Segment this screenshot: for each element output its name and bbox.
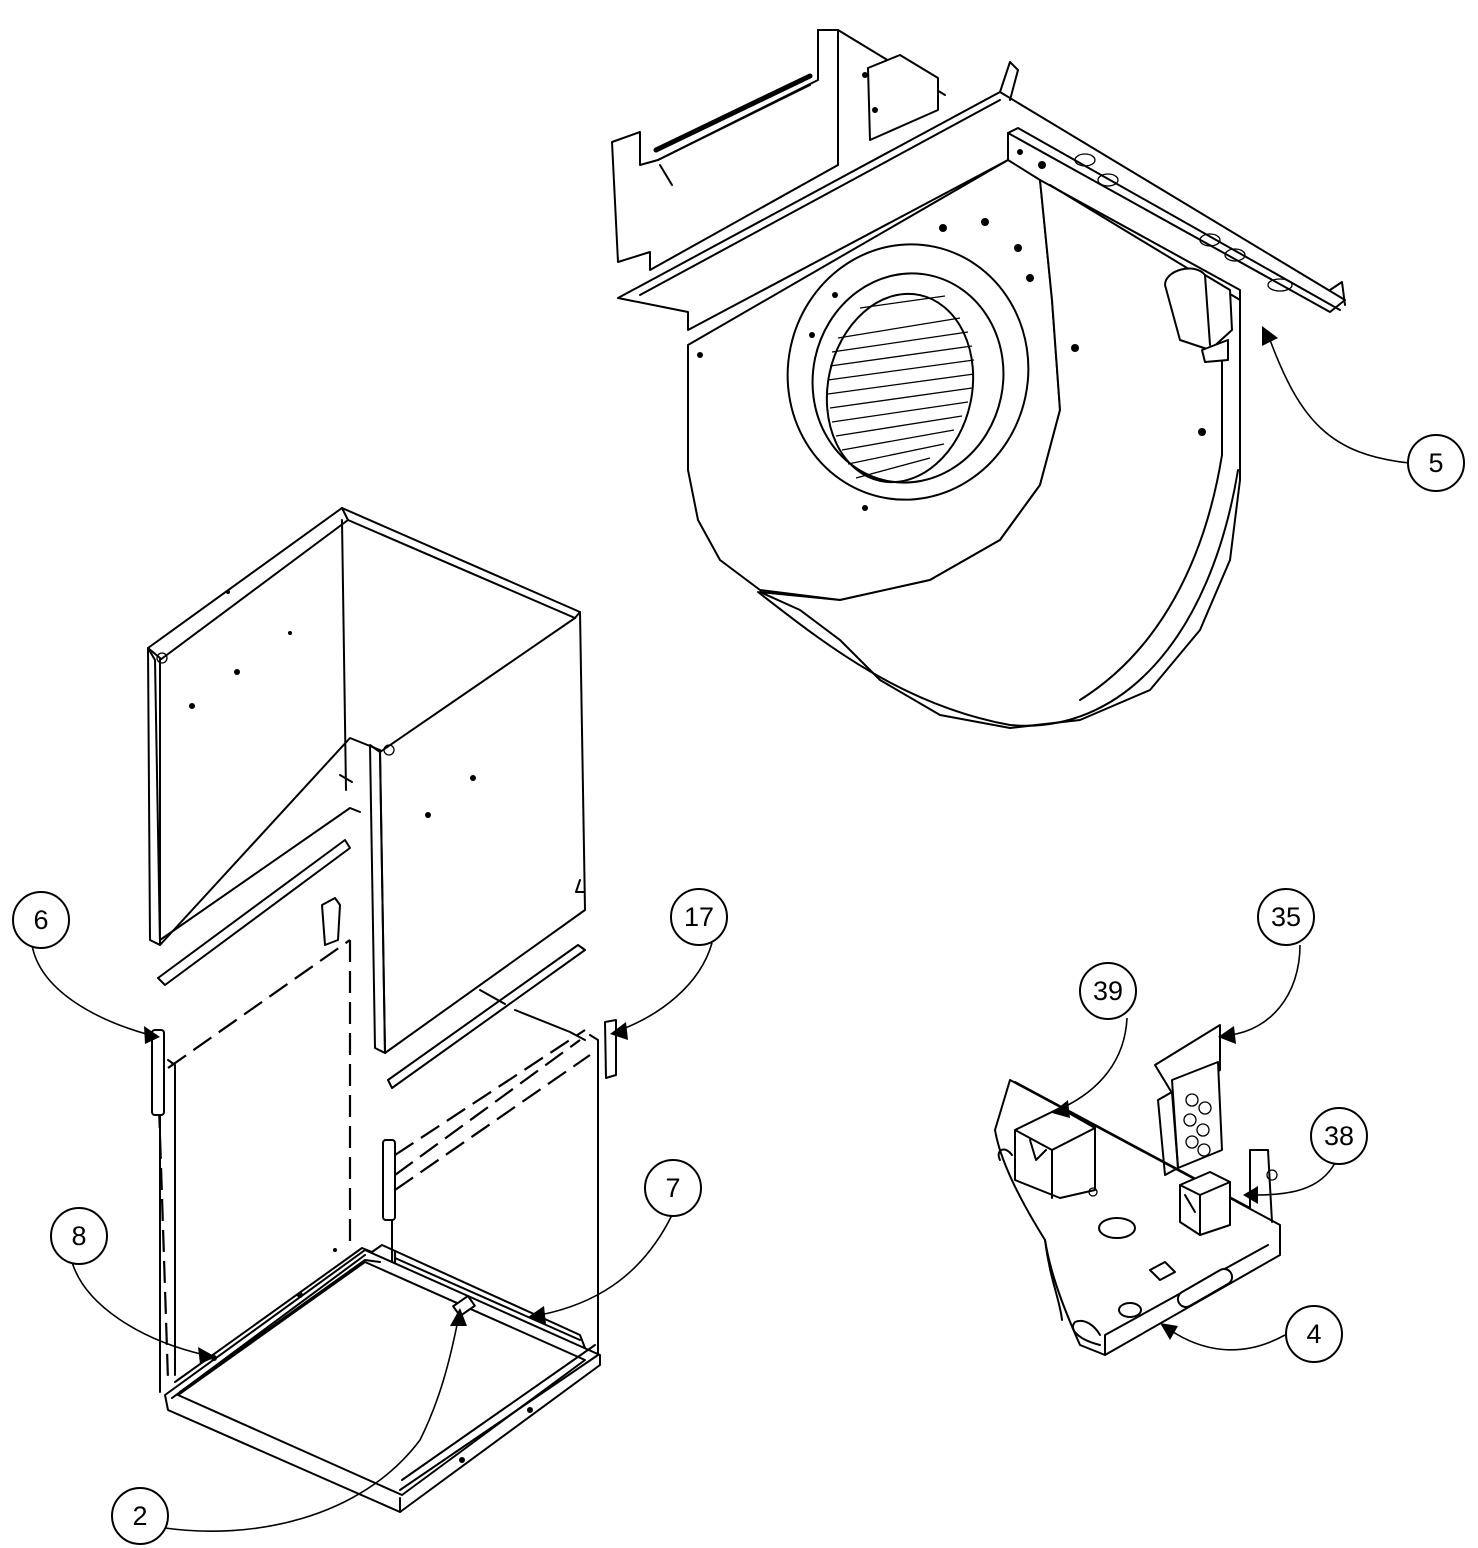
blower-assembly [611,29,1346,729]
cabinet-assembly [147,507,617,1513]
callout-17: 17 [670,888,728,946]
callout-8: 8 [50,1207,108,1265]
callout-5: 5 [1407,434,1465,492]
callout-4-label: 4 [1306,1319,1321,1349]
callout-6: 6 [12,891,70,949]
callout-2: 2 [111,1487,169,1545]
callout-7: 7 [644,1159,702,1217]
callout-39: 39 [1079,962,1137,1020]
callout-5-label: 5 [1428,448,1443,478]
callout-35-label: 35 [1271,902,1301,932]
callout-2-label: 2 [132,1501,147,1531]
callout-8-label: 8 [71,1221,86,1251]
callout-6-label: 6 [33,905,48,935]
callout-38: 38 [1310,1107,1368,1165]
callout-39-label: 39 [1093,976,1123,1006]
callout-4: 4 [1285,1305,1343,1363]
callout-38-label: 38 [1324,1121,1354,1151]
callout-17-label: 17 [684,902,714,932]
callout-7-label: 7 [665,1173,680,1203]
callout-35: 35 [1257,888,1315,946]
control-box-assembly [994,1024,1281,1356]
leader-lines [31,326,1411,1533]
